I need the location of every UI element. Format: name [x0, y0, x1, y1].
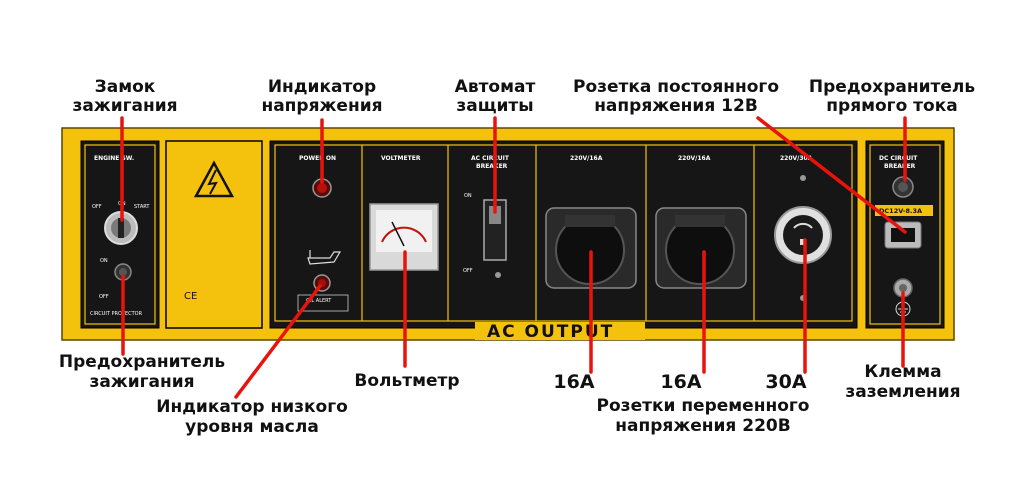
label-dc-fuse-1: Предохранитель: [809, 77, 975, 97]
engine-sw-label: ENGINE SW.: [94, 155, 134, 162]
dc-block: DC CIRCUIT BREAKER DC12V-8.3A: [865, 140, 945, 329]
leader-lines: [120, 116, 907, 399]
ac-socket-30a[interactable]: [774, 206, 832, 264]
oil-can-icon: [307, 250, 342, 265]
start-label: START: [134, 204, 150, 210]
warning-block: CE: [165, 140, 263, 329]
label-voltmeter: Вольтметр: [354, 371, 459, 391]
ac-output-label: AC OUTPUT: [487, 322, 614, 342]
label-dc-socket-2: напряжения 12В: [594, 96, 758, 116]
voltmeter-panel-label: VOLTMETER: [381, 155, 421, 162]
label-ignition-fuse-2: зажигания: [89, 372, 194, 392]
ground-terminal[interactable]: [893, 278, 913, 298]
off-small-label: OFF: [99, 294, 109, 300]
socket-3-label: 220V/30A: [780, 155, 813, 162]
label-ignition-lock-2: зажигания: [72, 96, 177, 116]
breaker-on-label: ON: [464, 193, 472, 199]
label-breaker-1: Автомат: [455, 77, 536, 97]
label-ac-sockets-1: Розетки переменного: [597, 396, 810, 416]
socket-2-label: 220V/16A: [678, 155, 711, 162]
callout-labels: Замок зажигания Индикатор напряжения Авт…: [59, 77, 975, 437]
label-oil-indicator-1: Индикатор низкого: [156, 397, 348, 417]
dc-circuit-breaker-button[interactable]: [892, 176, 914, 198]
on-small-label: ON: [100, 258, 108, 264]
oil-alert-label: OIL ALERT: [306, 298, 332, 304]
dc-breaker-label-1: DC CIRCUIT: [879, 155, 918, 162]
high-voltage-warning-icon: [193, 160, 235, 198]
ac-breaker-label-2: BREAKER: [476, 163, 508, 170]
ce-mark: CE: [184, 291, 197, 302]
ac-circuit-breaker-switch[interactable]: [483, 199, 507, 261]
dc-12v-socket[interactable]: [884, 221, 922, 249]
off-label: OFF: [92, 204, 102, 210]
label-ignition-lock-1: Замок: [95, 77, 156, 97]
label-ignition-fuse-1: Предохранитель: [59, 352, 225, 372]
label-rating-2: 16А: [660, 371, 701, 393]
label-rating-3: 30А: [765, 371, 806, 393]
power-on-indicator: [312, 178, 332, 198]
label-oil-indicator-2: уровня масла: [185, 417, 319, 437]
leader-oil-indicator: [234, 284, 322, 399]
breaker-off-label: OFF: [463, 268, 473, 274]
label-power-indicator-1: Индикатор: [268, 77, 376, 97]
label-dc-fuse-2: прямого тока: [826, 96, 957, 116]
power-on-label: POWER ON: [299, 155, 336, 162]
dc-rating-label: DC12V-8.3A: [879, 207, 922, 215]
engine-switch-block: ENGINE SW. OFF ON START ON OFF CIRCUIT P…: [80, 140, 160, 329]
label-power-indicator-2: напряжения: [261, 96, 382, 116]
leader-dc-socket: [756, 116, 907, 234]
ac-socket-16a-2[interactable]: [655, 207, 747, 289]
label-ac-sockets-2: напряжения 220В: [615, 416, 790, 436]
socket-1-label: 220V/16A: [570, 155, 603, 162]
label-ground-1: Клемма: [864, 362, 941, 382]
label-breaker-2: защиты: [456, 96, 533, 116]
ac-breaker-label-1: AC CIRCUIT: [471, 155, 510, 162]
ac-socket-16a-1[interactable]: [545, 207, 637, 289]
circuit-protector-label: CIRCUIT PROTECTOR: [90, 311, 143, 317]
dc-breaker-label-2: BREAKER: [884, 163, 916, 170]
label-ground-2: заземления: [845, 382, 960, 402]
label-dc-socket-1: Розетка постоянного: [573, 77, 779, 97]
label-rating-1: 16А: [553, 371, 594, 393]
